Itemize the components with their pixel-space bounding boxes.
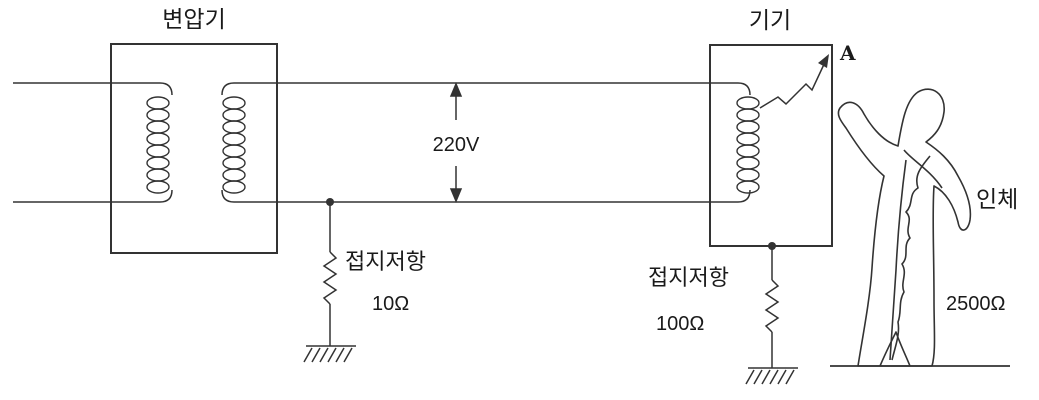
transformer-box <box>110 43 278 254</box>
ground-resistor-1 <box>322 251 338 305</box>
voltage-arrow <box>449 82 463 203</box>
ground-value-label-1: 10Ω <box>372 293 409 315</box>
secondary-winding-lead <box>221 82 277 203</box>
device-coil <box>736 96 760 194</box>
human-body-label: 인체 <box>976 187 1018 213</box>
secondary-coil <box>222 96 246 194</box>
device-winding-lead <box>710 82 751 203</box>
human-legs <box>879 331 911 367</box>
ground-value-label-2: 100Ω <box>656 313 704 335</box>
body-resistance-label: 2500Ω <box>946 293 1005 315</box>
device-label: 기기 <box>749 8 791 34</box>
ground-symbol-1 <box>303 345 356 363</box>
current-path-in-body <box>891 155 931 361</box>
ground-resistance-label-2: 접지저항 <box>648 266 729 291</box>
ground-resistance-label-1: 접지저항 <box>345 250 426 275</box>
primary-winding-lead <box>111 82 173 203</box>
primary-coil <box>146 96 170 194</box>
ground-symbol-2 <box>745 367 798 385</box>
voltage-label: 220V <box>433 134 480 156</box>
device-box <box>709 44 833 247</box>
human-body-figure <box>837 88 972 367</box>
fault-arrow <box>759 54 829 109</box>
point-a-label: A <box>839 41 856 65</box>
ground-resistor-2 <box>764 279 780 333</box>
transformer-label: 변압기 <box>162 7 225 33</box>
